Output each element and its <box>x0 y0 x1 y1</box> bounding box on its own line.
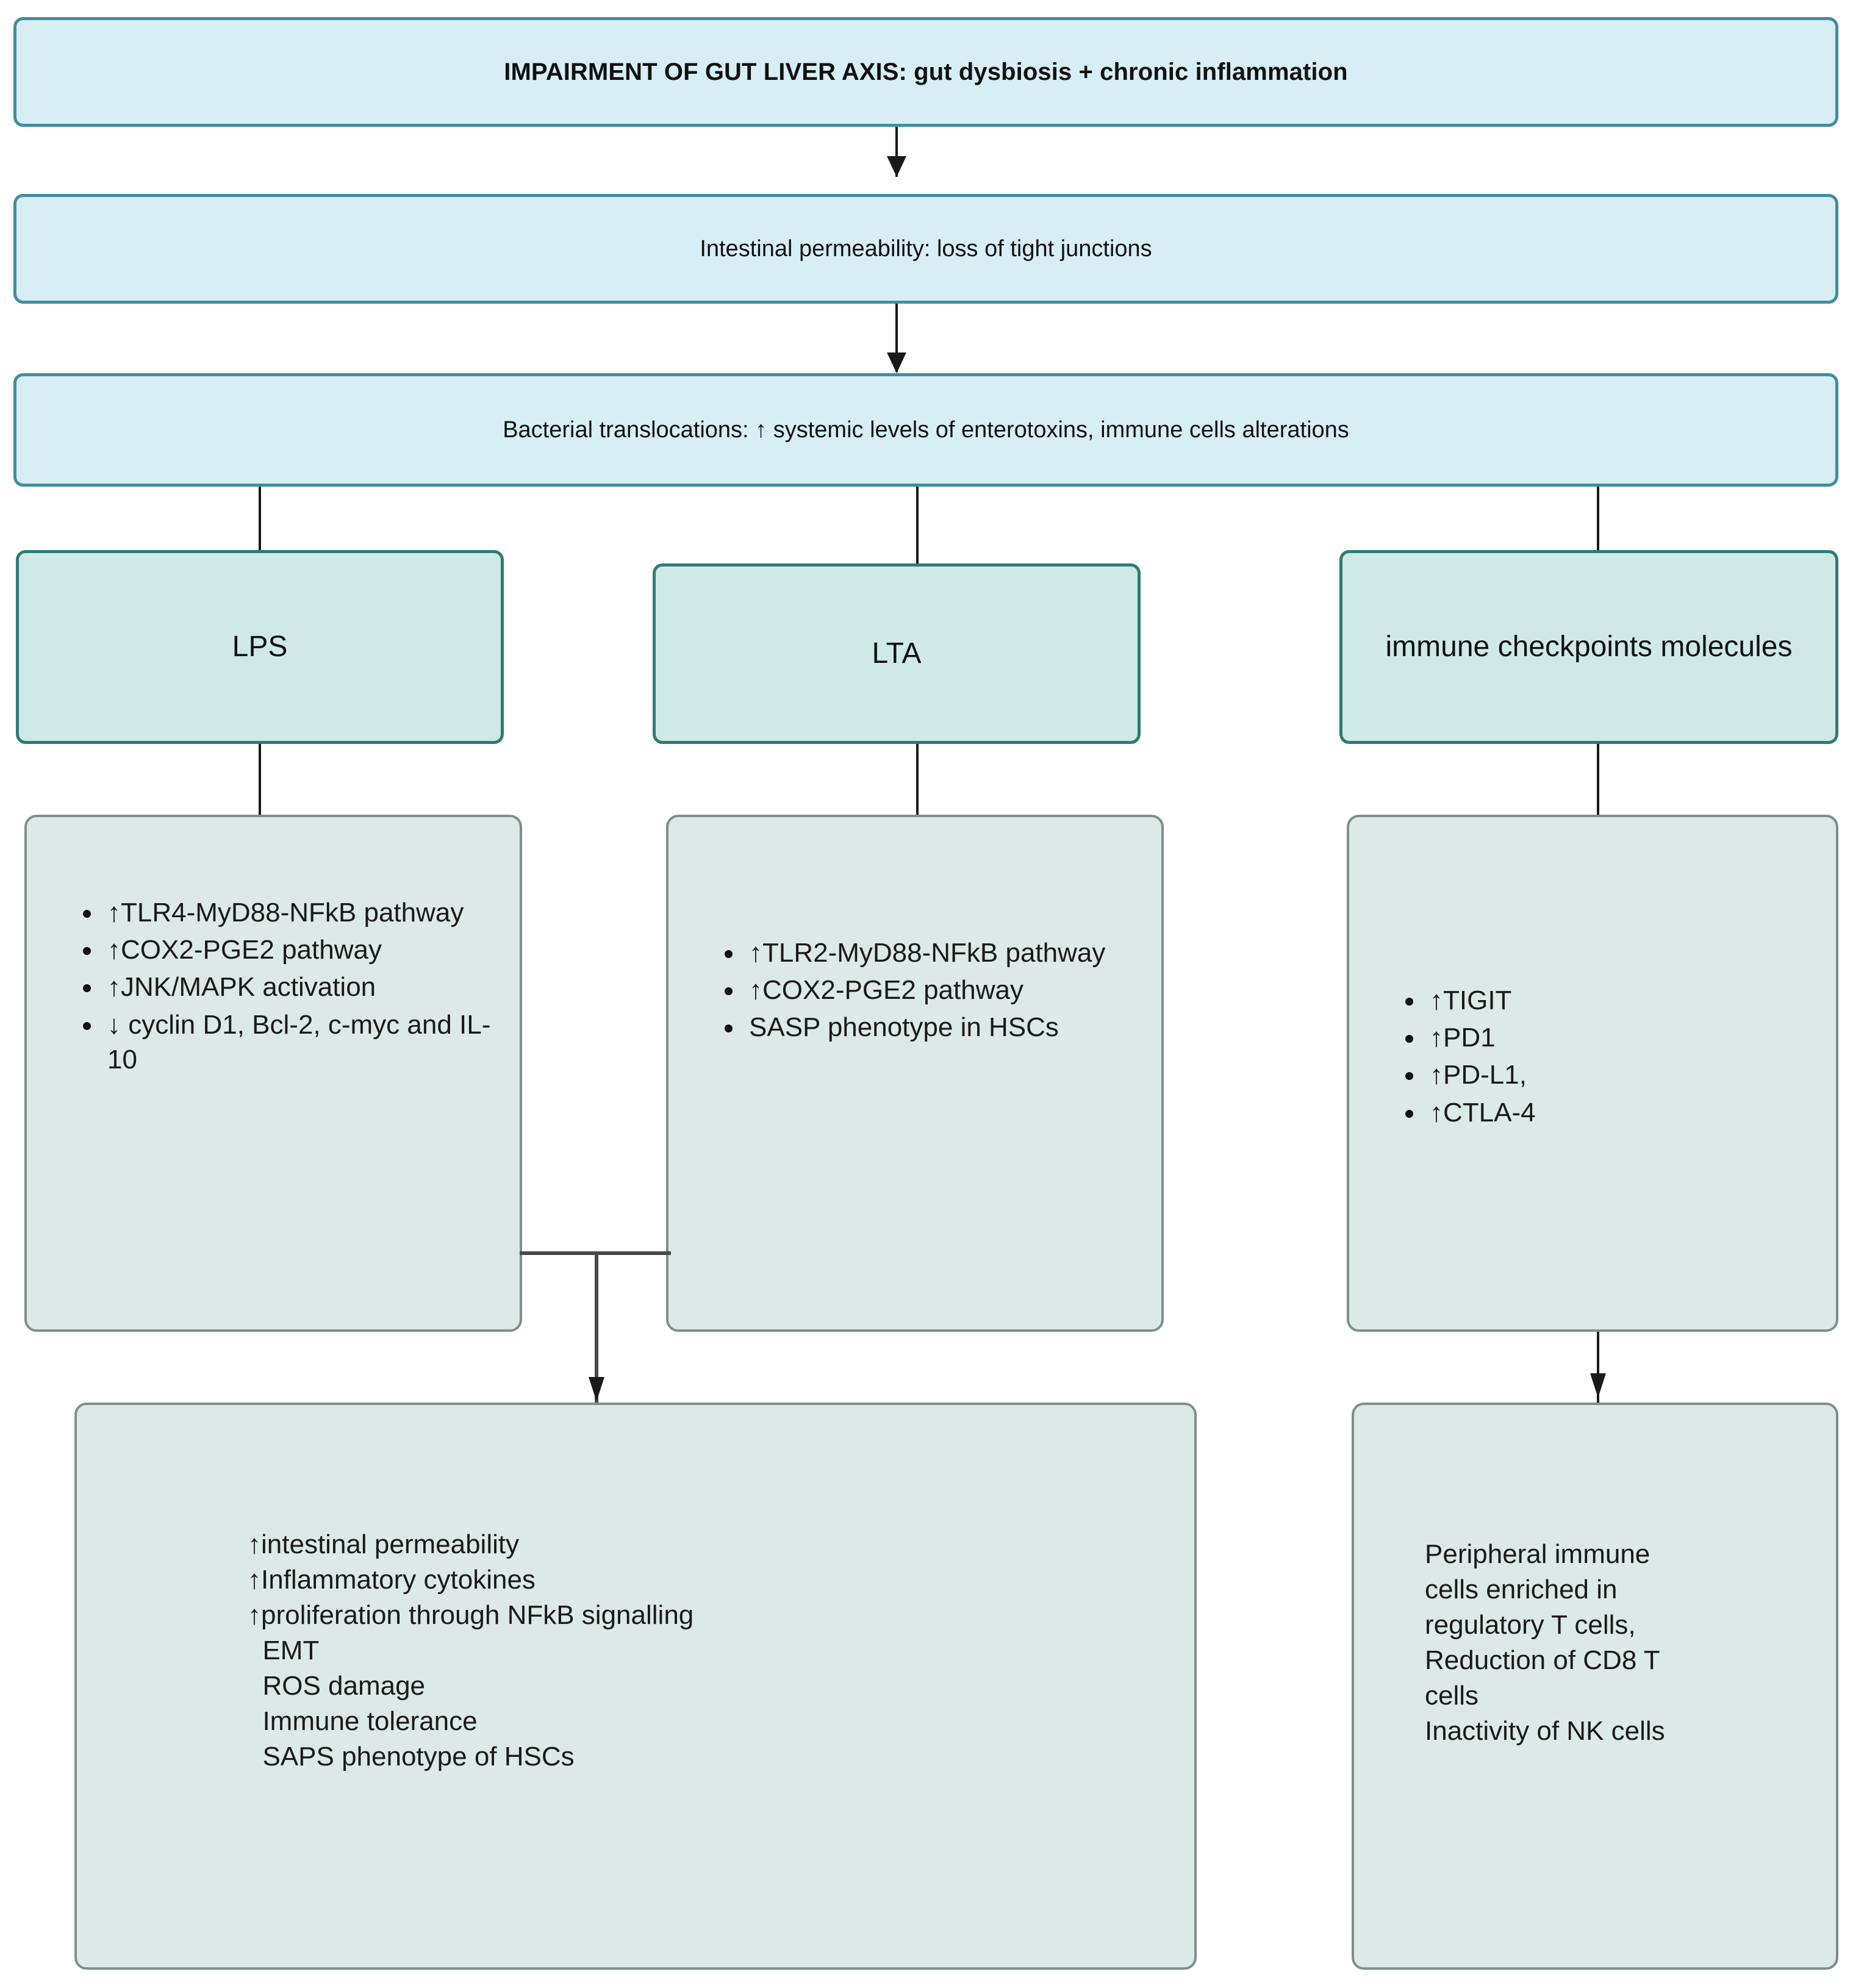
list-item: ↑JNK/MAPK activation <box>79 970 520 1004</box>
outcome-right-line-5: Inactivity of NK cells <box>1425 1716 1665 1747</box>
list-item: ↑TIGIT <box>1402 983 1536 1018</box>
connector-checkpoints-header-to-panel <box>1597 744 1599 815</box>
list-item: ↑intestinal permeability <box>248 1527 694 1562</box>
panel-lps-bullet-0: ↑TLR4-MyD88-NFkB pathway <box>107 898 464 928</box>
list-item: cells enriched in <box>1425 1572 1665 1607</box>
node-branch-lta: LTA <box>653 563 1141 744</box>
arrowhead-checkpoints-to-outcome-right <box>1590 1373 1606 1398</box>
panel-outcome-left: ↑intestinal permeability ↑Inflammatory c… <box>74 1403 1197 1970</box>
connector-merge-down-to-outcome <box>595 1251 598 1403</box>
list-item: ↓ cyclin D1, Bcl-2, c-myc and IL-10 <box>79 1007 520 1077</box>
node-impairment-gut-liver-axis: IMPAIRMENT OF GUT LIVER AXIS: gut dysbio… <box>13 17 1838 127</box>
list-item: ↑COX2-PGE2 pathway <box>79 932 520 967</box>
outcome-right-line-2: regulatory T cells, <box>1425 1610 1636 1640</box>
node-branch-lps: LPS <box>16 550 504 744</box>
connector-lta-header-to-panel <box>916 744 919 815</box>
panel-checkpoints-bullet-3: ↑CTLA-4 <box>1430 1097 1536 1128</box>
list-item: ↑PD-L1, <box>1402 1057 1536 1092</box>
panel-lta-bullet-1: ↑COX2-PGE2 pathway <box>749 975 1023 1006</box>
panel-checkpoints-bullet-1: ↑PD1 <box>1430 1023 1496 1053</box>
panel-checkpoints-bullet-2: ↑PD-L1, <box>1430 1060 1527 1090</box>
node-branch-immune-checkpoints-label: immune checkpoints molecules <box>1385 631 1793 663</box>
list-item: Immune tolerance <box>248 1704 694 1739</box>
panel-checkpoints-bullet-list: ↑TIGIT ↑PD1 ↑PD-L1, ↑CTLA-4 <box>1349 983 1536 1132</box>
node-branch-lps-label: LPS <box>232 631 288 663</box>
panel-outcome-left-list: ↑intestinal permeability ↑Inflammatory c… <box>248 1527 694 1775</box>
list-item: EMT <box>248 1633 694 1668</box>
node-branch-lta-label: LTA <box>872 637 922 670</box>
connector-translocation-to-lps <box>259 487 261 550</box>
panel-lta-bullet-list: ↑TLR2-MyD88-NFkB pathway ↑COX2-PGE2 path… <box>668 935 1105 1048</box>
list-item: SAPS phenotype of HSCs <box>248 1739 694 1775</box>
list-item: Reduction of CD8 T <box>1425 1643 1665 1678</box>
outcome-right-line-0: Peripheral immune <box>1425 1539 1650 1569</box>
connector-translocation-to-checkpoints <box>1597 487 1599 550</box>
outcome-left-line-5: Immune tolerance <box>248 1706 478 1737</box>
outcome-left-line-0: ↑intestinal permeability <box>248 1529 520 1559</box>
node-intestinal-permeability-label: Intestinal permeability: loss of tight j… <box>700 235 1152 262</box>
connector-translocation-to-lta <box>916 487 919 563</box>
panel-lps-details: ↑TLR4-MyD88-NFkB pathway ↑COX2-PGE2 path… <box>24 815 522 1332</box>
panel-outcome-right: Peripheral immune cells enriched in regu… <box>1352 1403 1838 1970</box>
arrowhead-merge-to-outcome-left <box>589 1377 604 1401</box>
outcome-left-line-6: SAPS phenotype of HSCs <box>248 1742 575 1772</box>
arrowhead-permeability-to-translocation <box>887 352 906 373</box>
panel-outcome-right-list: Peripheral immune cells enriched in regu… <box>1425 1537 1665 1749</box>
list-item: Inactivity of NK cells <box>1425 1714 1665 1749</box>
list-item: Peripheral immune <box>1425 1537 1665 1572</box>
connector-lps-header-to-panel <box>259 744 261 815</box>
list-item: SASP phenotype in HSCs <box>721 1010 1105 1045</box>
outcome-left-line-2: ↑proliferation through NFkB signalling <box>248 1600 694 1631</box>
list-item: ↑CTLA-4 <box>1402 1095 1536 1130</box>
list-item: ↑proliferation through NFkB signalling <box>248 1598 694 1633</box>
panel-lta-bullet-0: ↑TLR2-MyD88-NFkB pathway <box>749 938 1106 968</box>
list-item: ↑COX2-PGE2 pathway <box>721 973 1105 1007</box>
panel-lps-bullet-3: ↓ cyclin D1, Bcl-2, c-myc and IL-10 <box>107 1009 491 1074</box>
connector-permeability-to-translocation <box>895 304 898 372</box>
list-item: ↑PD1 <box>1402 1020 1536 1055</box>
node-bacterial-translocations-label: Bacterial translocations: ↑ systemic lev… <box>503 417 1349 443</box>
node-branch-immune-checkpoints: immune checkpoints molecules <box>1339 550 1838 744</box>
outcome-right-line-3: Reduction of CD8 T <box>1425 1645 1660 1676</box>
outcome-right-line-4: cells <box>1425 1681 1479 1711</box>
list-item: cells <box>1425 1678 1665 1714</box>
list-item: ROS damage <box>248 1668 694 1704</box>
node-bacterial-translocations: Bacterial translocations: ↑ systemic lev… <box>13 373 1838 487</box>
node-impairment-gut-liver-axis-label: IMPAIRMENT OF GUT LIVER AXIS: gut dysbio… <box>504 58 1348 85</box>
arrowhead-title-to-permeability <box>887 156 906 177</box>
outcome-left-line-3: EMT <box>248 1636 320 1666</box>
outcome-left-line-4: ROS damage <box>248 1671 426 1701</box>
list-item: ↑TLR2-MyD88-NFkB pathway <box>721 935 1105 970</box>
panel-lta-bullet-2: SASP phenotype in HSCs <box>749 1012 1059 1043</box>
list-item: ↑Inflammatory cytokines <box>248 1562 694 1598</box>
outcome-right-line-1: cells enriched in <box>1425 1575 1618 1605</box>
node-intestinal-permeability: Intestinal permeability: loss of tight j… <box>13 194 1838 304</box>
panel-lps-bullet-2: ↑JNK/MAPK activation <box>107 972 376 1003</box>
panel-lps-bullet-list: ↑TLR4-MyD88-NFkB pathway ↑COX2-PGE2 path… <box>27 895 520 1079</box>
list-item: regulatory T cells, <box>1425 1607 1665 1643</box>
panel-lps-bullet-1: ↑COX2-PGE2 pathway <box>107 935 382 965</box>
connector-title-to-permeability <box>895 127 898 177</box>
outcome-left-line-1: ↑Inflammatory cytokines <box>248 1565 536 1595</box>
connector-checkpoints-to-outcome-right <box>1597 1332 1599 1403</box>
panel-immune-checkpoints-details: ↑TIGIT ↑PD1 ↑PD-L1, ↑CTLA-4 <box>1347 815 1838 1332</box>
panel-lta-details: ↑TLR2-MyD88-NFkB pathway ↑COX2-PGE2 path… <box>666 815 1164 1332</box>
panel-checkpoints-bullet-0: ↑TIGIT <box>1430 985 1512 1015</box>
list-item: ↑TLR4-MyD88-NFkB pathway <box>79 895 520 930</box>
